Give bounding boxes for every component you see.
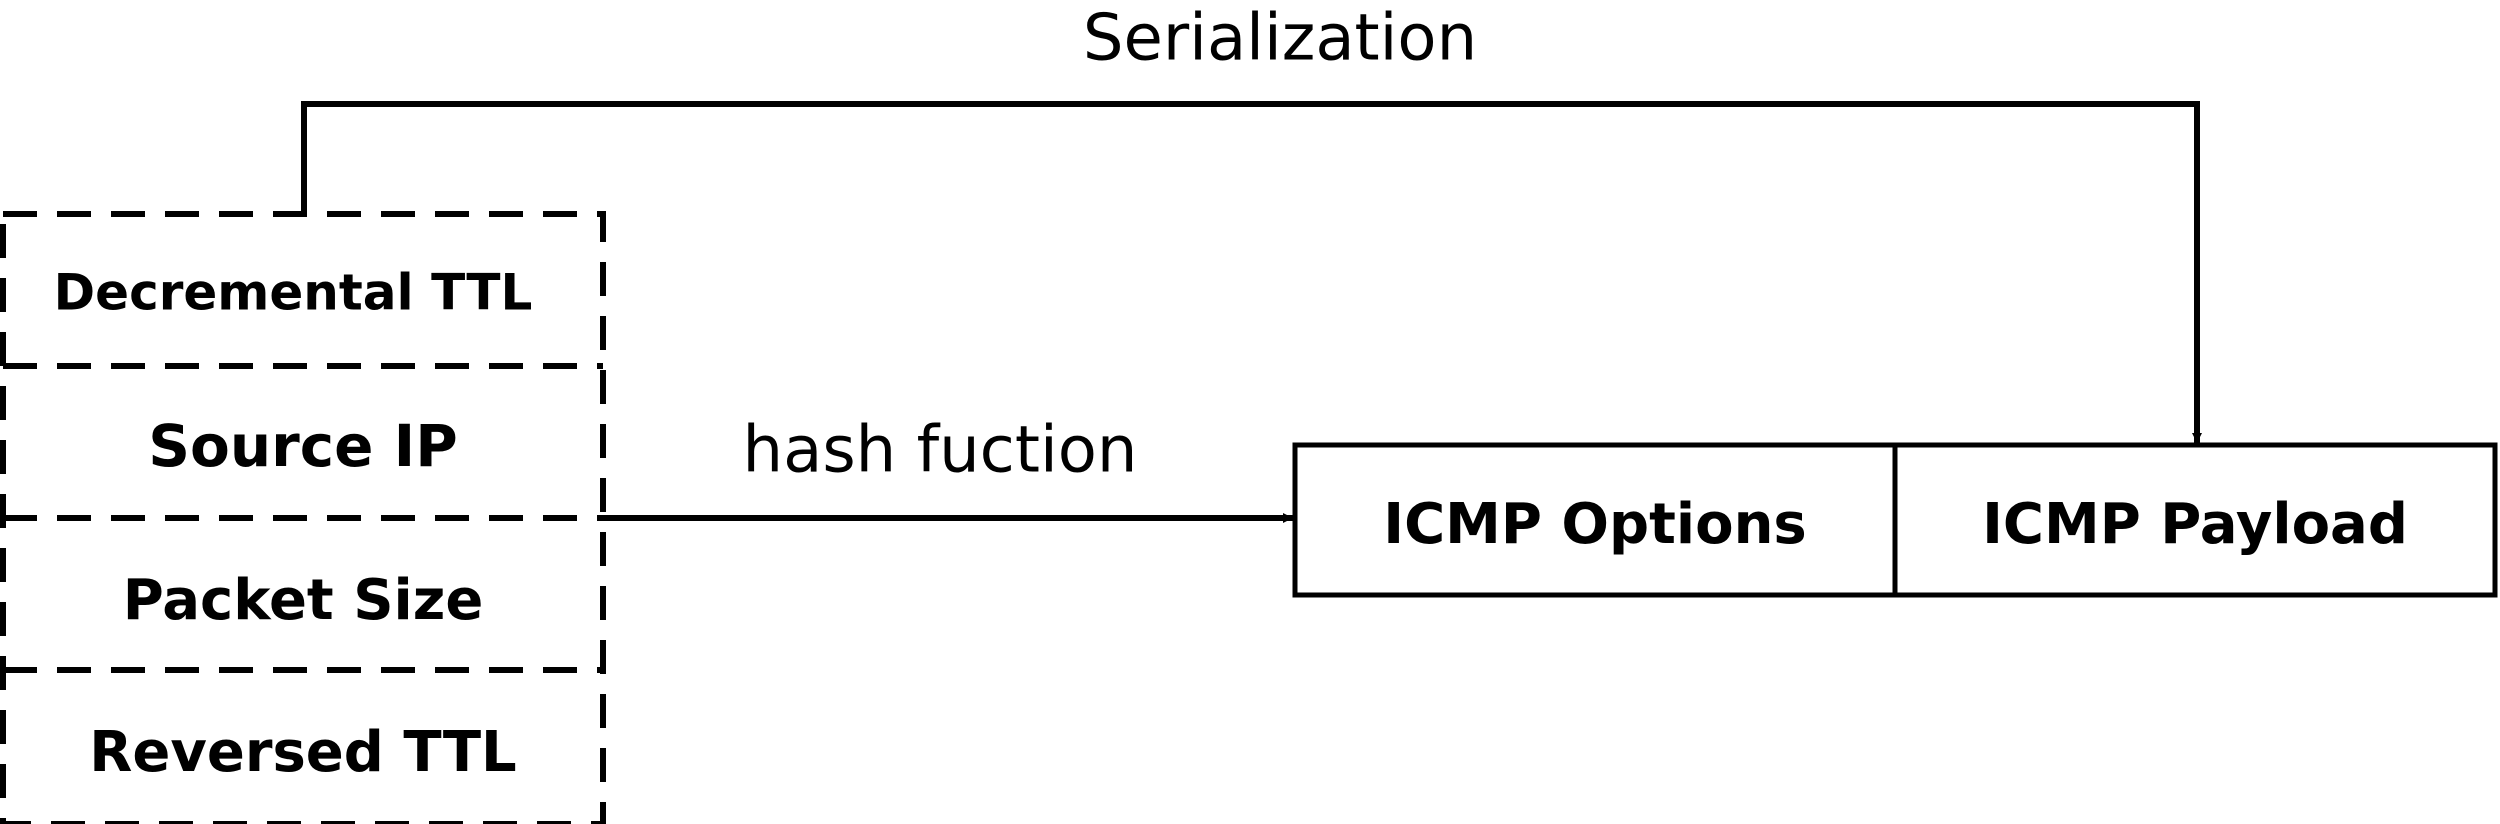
serialization-edge: Serialization [301, 2, 2202, 443]
icmp-packet: ICMP Options ICMP Payload [1292, 442, 2498, 598]
hash-function-label: hash fuction [743, 414, 1138, 488]
field-label-source-ip: Source IP [148, 412, 458, 480]
icmp-options-label: ICMP Options [1383, 492, 1807, 557]
field-label-decremental-ttl: Decremental TTL [54, 264, 533, 322]
icmp-payload-label: ICMP Payload [1982, 492, 2408, 557]
serialization-arrow [301, 101, 2202, 443]
serialization-label: Serialization [1083, 2, 1477, 76]
field-stack: Decremental TTL Source IP Packet Size Re… [0, 211, 606, 824]
field-label-packet-size: Packet Size [123, 568, 484, 633]
hash-edge: hash fuction [603, 414, 1293, 523]
icmp-payload-box [1892, 442, 2498, 598]
field-label-reversed-ttl: Reversed TTL [89, 720, 516, 785]
